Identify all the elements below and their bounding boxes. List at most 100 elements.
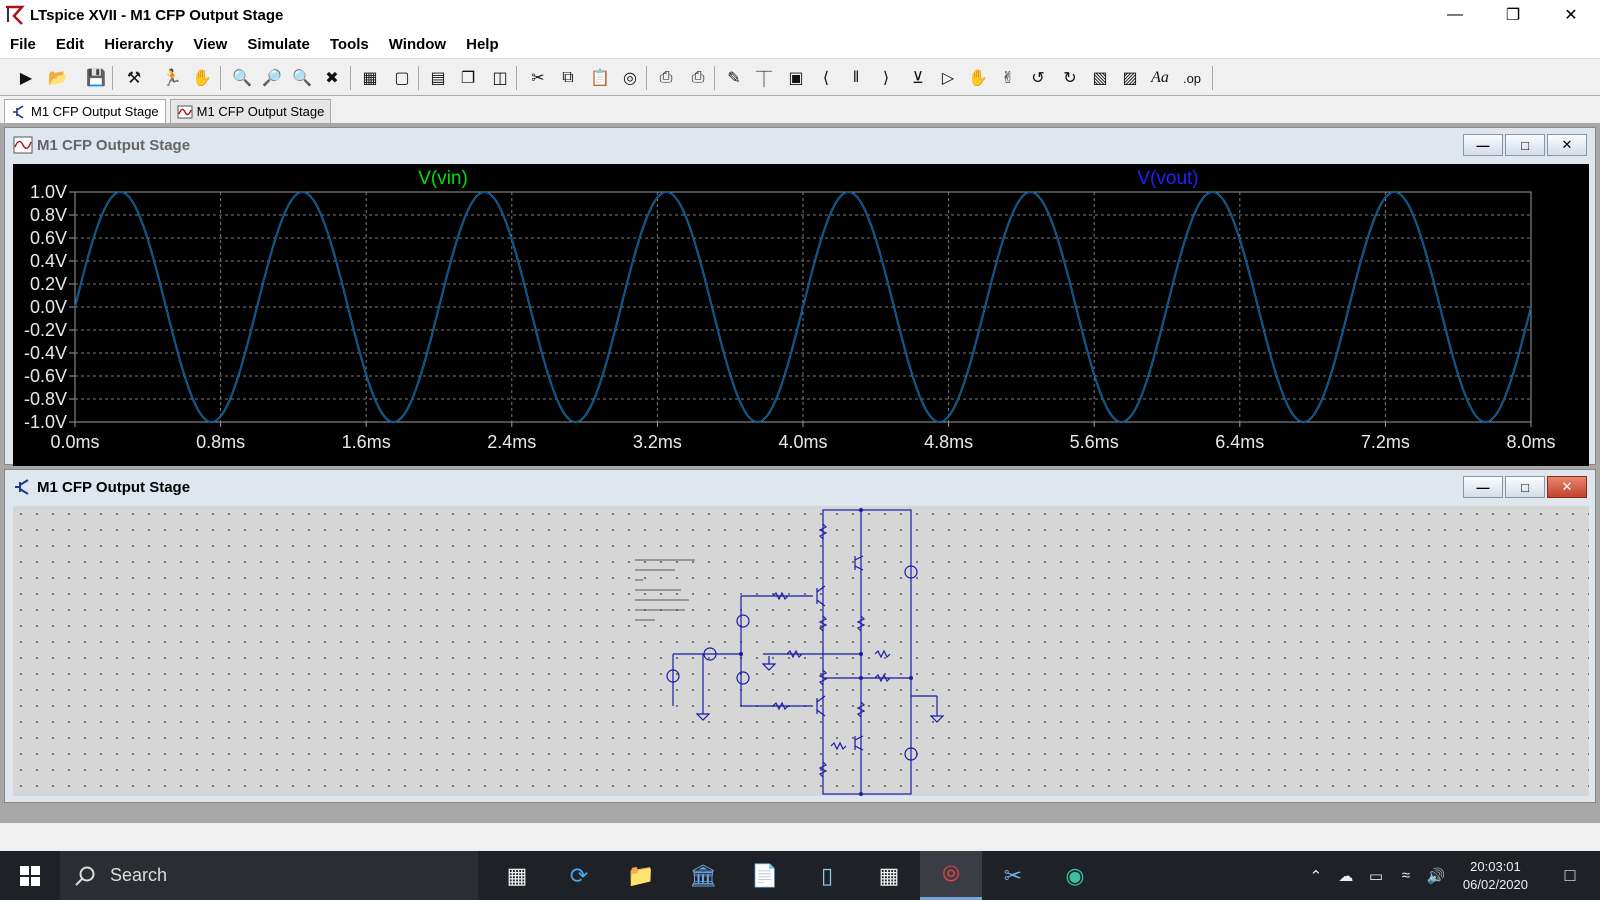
print-setup-icon[interactable]: ⎙ — [659, 69, 673, 86]
draw-wire-pencil-icon[interactable]: ✎ — [727, 70, 741, 87]
move-hand-icon[interactable]: ✋ — [968, 70, 988, 87]
text-tool-icon[interactable]: Aa — [1151, 69, 1169, 86]
clock[interactable]: 20:03:01 06/02/2020 — [1463, 858, 1528, 894]
document-icon[interactable]: 📄 — [751, 862, 779, 888]
menu-file[interactable]: File — [10, 35, 36, 53]
clock-time: 20:03:01 — [1470, 858, 1521, 874]
bank-app-icon[interactable]: 🏛 — [689, 862, 717, 888]
menu-window[interactable]: Window — [388, 35, 447, 53]
clock-date: 06/02/2020 — [1462, 876, 1528, 892]
new-schematic-icon[interactable]: ▶ — [19, 70, 33, 87]
sync-app-icon[interactable]: ⟳ — [569, 862, 589, 888]
maximize-button[interactable]: □ — [1505, 476, 1545, 498]
zoom-in-icon[interactable]: 🔍 — [232, 70, 252, 87]
print-icon[interactable]: ⎙ — [691, 69, 705, 86]
tile-vertical-icon[interactable]: ◫ — [492, 70, 508, 87]
close-button[interactable]: ✕ — [1547, 476, 1587, 498]
chevron-up-icon[interactable]: ⌃ — [1309, 867, 1323, 885]
zoom-out-icon[interactable]: 🔍 — [292, 70, 312, 87]
cascade-icon[interactable]: ❐ — [460, 70, 476, 87]
rotate-icon[interactable]: ▧ — [1092, 70, 1108, 87]
cloud-icon[interactable]: ☁ — [1338, 867, 1354, 885]
task-view-icon[interactable]: ▦ — [506, 862, 528, 888]
minimize-button[interactable]: — — [1463, 134, 1503, 156]
spice-directive-icon[interactable]: .op — [1182, 70, 1202, 86]
tab-schematic[interactable]: M1 CFP Output Stage — [4, 99, 166, 123]
maximize-button[interactable]: □ — [1505, 134, 1545, 156]
x-tick-label: 5.6ms — [1070, 432, 1119, 452]
toolbar: ▶ 📂 💾 ⚒ 🏃 ✋ 🔍 🔎 🔍 ✖ ▦ ▢ ▤ ❐ ◫ ✂ ⧉ 📋 ◎ ⎙ … — [0, 58, 1600, 96]
start-button[interactable] — [0, 851, 60, 900]
notes-app-icon[interactable]: ▯ — [820, 862, 834, 888]
waveform-window-title: M1 CFP Output Stage — [37, 136, 191, 154]
speaker-icon[interactable]: 🔊 — [1426, 867, 1446, 885]
paste-icon[interactable]: 📋 — [590, 70, 610, 87]
y-tick-label: 0.4V — [30, 251, 67, 271]
save-icon[interactable]: 💾 — [86, 70, 106, 87]
title-bar: LTspice XVII - M1 CFP Output Stage — ❐ ✕ — [0, 0, 1600, 30]
zoom-fit-icon[interactable]: ✖ — [325, 70, 339, 87]
menu-tools[interactable]: Tools — [329, 35, 369, 53]
capacitor-icon[interactable]: ‖ — [852, 69, 860, 86]
cut-icon[interactable]: ✂ — [531, 70, 545, 87]
menu-view[interactable]: View — [193, 35, 228, 53]
control-panel-icon[interactable]: ⚒ — [126, 70, 142, 87]
grid-icon[interactable]: ▢ — [394, 70, 410, 87]
copy-icon[interactable]: ⧉ — [562, 69, 574, 86]
minimize-button[interactable]: — — [1463, 476, 1503, 498]
ltspice-taskbar-icon[interactable]: ⦾ — [920, 851, 982, 900]
menu-bar: File Edit Hierarchy View Simulate Tools … — [0, 30, 1600, 58]
close-button[interactable]: ✕ — [1564, 7, 1578, 24]
calculator-icon[interactable]: ▦ — [878, 862, 900, 888]
zoom-pan-icon[interactable]: 🔎 — [262, 70, 282, 87]
y-tick-label: -0.6V — [24, 366, 67, 386]
diode-icon[interactable]: ⊻ — [912, 70, 924, 87]
ground-icon[interactable]: ⏉ — [755, 72, 772, 89]
inductor-icon[interactable]: ⟩ — [882, 70, 890, 87]
x-tick-label: 0.8ms — [196, 432, 245, 452]
component-icon[interactable]: ▷ — [941, 70, 955, 87]
close-button[interactable]: ✕ — [1547, 134, 1587, 156]
open-folder-icon[interactable]: 📂 — [48, 70, 68, 87]
y-tick-label: 0.8V — [30, 205, 67, 225]
autorange-icon[interactable]: ▦ — [362, 70, 378, 87]
redo-icon[interactable]: ↻ — [1063, 70, 1077, 87]
tile-horizontal-icon[interactable]: ▤ — [430, 70, 446, 87]
schematic-canvas[interactable] — [13, 506, 1589, 796]
find-binoculars-icon[interactable]: ◎ — [623, 70, 637, 87]
edge-dev-icon[interactable]: ◉ — [1065, 862, 1085, 888]
minimize-button[interactable]: — — [1447, 6, 1463, 23]
drag-hand-icon[interactable]: ✌ — [1001, 70, 1015, 87]
resistor-icon[interactable]: ⟨ — [822, 70, 830, 87]
menu-simulate[interactable]: Simulate — [247, 35, 310, 53]
waveform-icon — [177, 105, 193, 118]
taskbar-search[interactable]: Search — [60, 851, 478, 900]
y-tick-label: 0.0V — [30, 297, 67, 317]
file-explorer-icon[interactable]: 📁 — [627, 862, 655, 888]
halt-hand-icon[interactable]: ✋ — [192, 70, 212, 87]
ltspice-logo-icon — [6, 5, 25, 25]
run-icon[interactable]: 🏃 — [162, 70, 182, 87]
mirror-icon[interactable]: ▨ — [1122, 70, 1138, 87]
x-tick-label: 8.0ms — [1506, 432, 1555, 452]
wifi-icon[interactable]: ≈ — [1401, 867, 1411, 884]
restore-button[interactable]: ❐ — [1505, 7, 1521, 24]
menu-edit[interactable]: Edit — [55, 35, 85, 53]
x-tick-label: 3.2ms — [633, 432, 682, 452]
menu-hierarchy[interactable]: Hierarchy — [104, 35, 174, 53]
menu-help[interactable]: Help — [466, 35, 499, 53]
snipping-tool-icon[interactable]: ✂ — [1003, 862, 1023, 888]
notification-icon[interactable]: □ — [1564, 865, 1576, 885]
trace-vvout — [74, 191, 1532, 423]
battery-icon[interactable]: ▭ — [1368, 867, 1384, 885]
y-tick-label: -1.0V — [24, 412, 67, 432]
windows-logo-icon — [20, 865, 40, 886]
x-tick-label: 4.0ms — [778, 432, 827, 452]
label-net-icon[interactable]: ▣ — [788, 70, 804, 87]
tab-waveform[interactable]: M1 CFP Output Stage — [169, 99, 332, 123]
window-controls: — ❐ ✕ — [1426, 0, 1600, 30]
system-tray: ⌃ ☁ ▭ ≈ 🔊 20:03:01 06/02/2020 □ — [1301, 851, 1600, 900]
undo-icon[interactable]: ↺ — [1031, 70, 1045, 87]
